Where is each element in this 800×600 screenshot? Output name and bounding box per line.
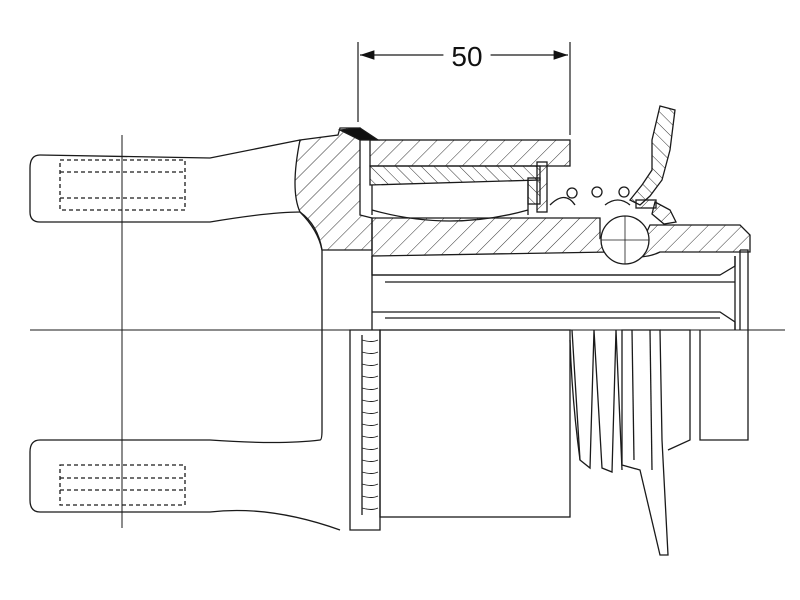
sleeve-inner [369,165,541,186]
dimension-label-backing [443,41,491,72]
lower-sleeve [379,329,571,518]
lower-yoke-bore [59,464,186,506]
knurled-ring [349,329,381,531]
lower-yoke-arm [29,439,341,531]
lower-collar [621,329,669,556]
locking-collar [628,105,676,206]
upper-yoke-bore [59,159,186,211]
yoke-hub-section [294,127,373,251]
spring-coils [571,329,623,473]
dimension-label: 50 [451,41,482,72]
upper-yoke-arm [29,139,301,223]
inner-hub [371,217,751,258]
shaft-upper [371,256,736,276]
yoke-body [299,211,323,441]
